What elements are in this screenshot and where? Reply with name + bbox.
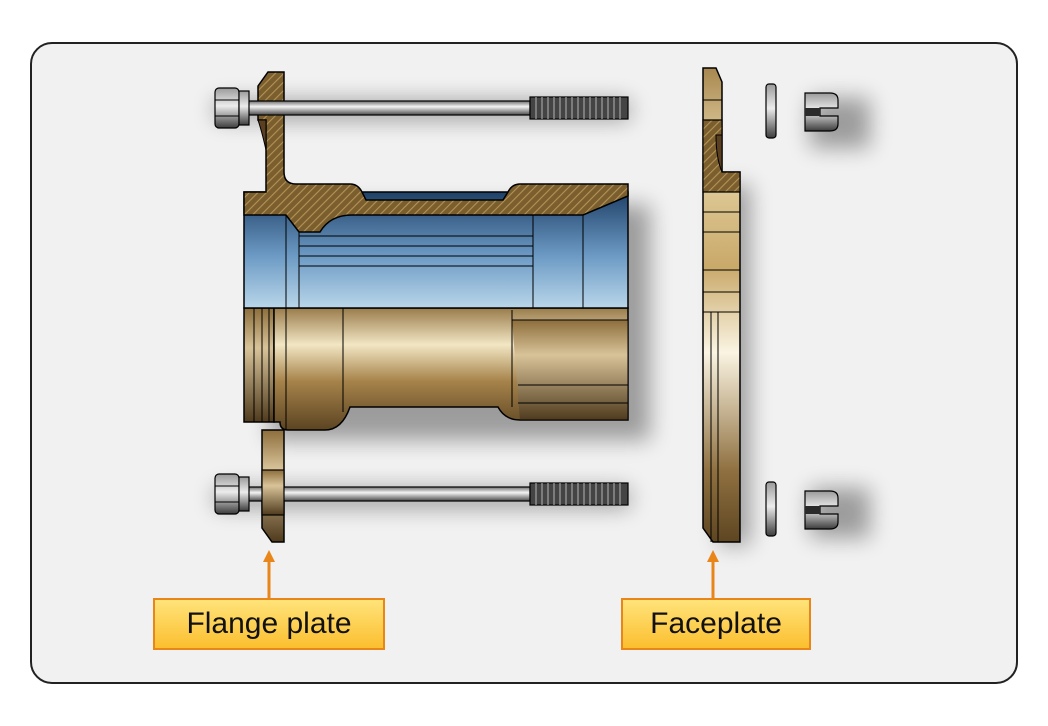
bolt-top: [214, 87, 629, 129]
hub-body: [243, 307, 629, 431]
callout-arrows: [263, 550, 719, 598]
nut-bottom: [804, 490, 839, 530]
flange-cross-section: [243, 71, 629, 233]
washer-top: [765, 83, 777, 139]
faceplate: [702, 67, 741, 543]
flange-plate-hub: [243, 71, 629, 543]
washer-bottom: [765, 481, 777, 537]
flange-plate-label: Flange plate: [153, 598, 385, 650]
nut-top: [804, 92, 839, 132]
bolt-bottom: [214, 469, 629, 516]
faceplate-label: Faceplate: [621, 598, 811, 650]
